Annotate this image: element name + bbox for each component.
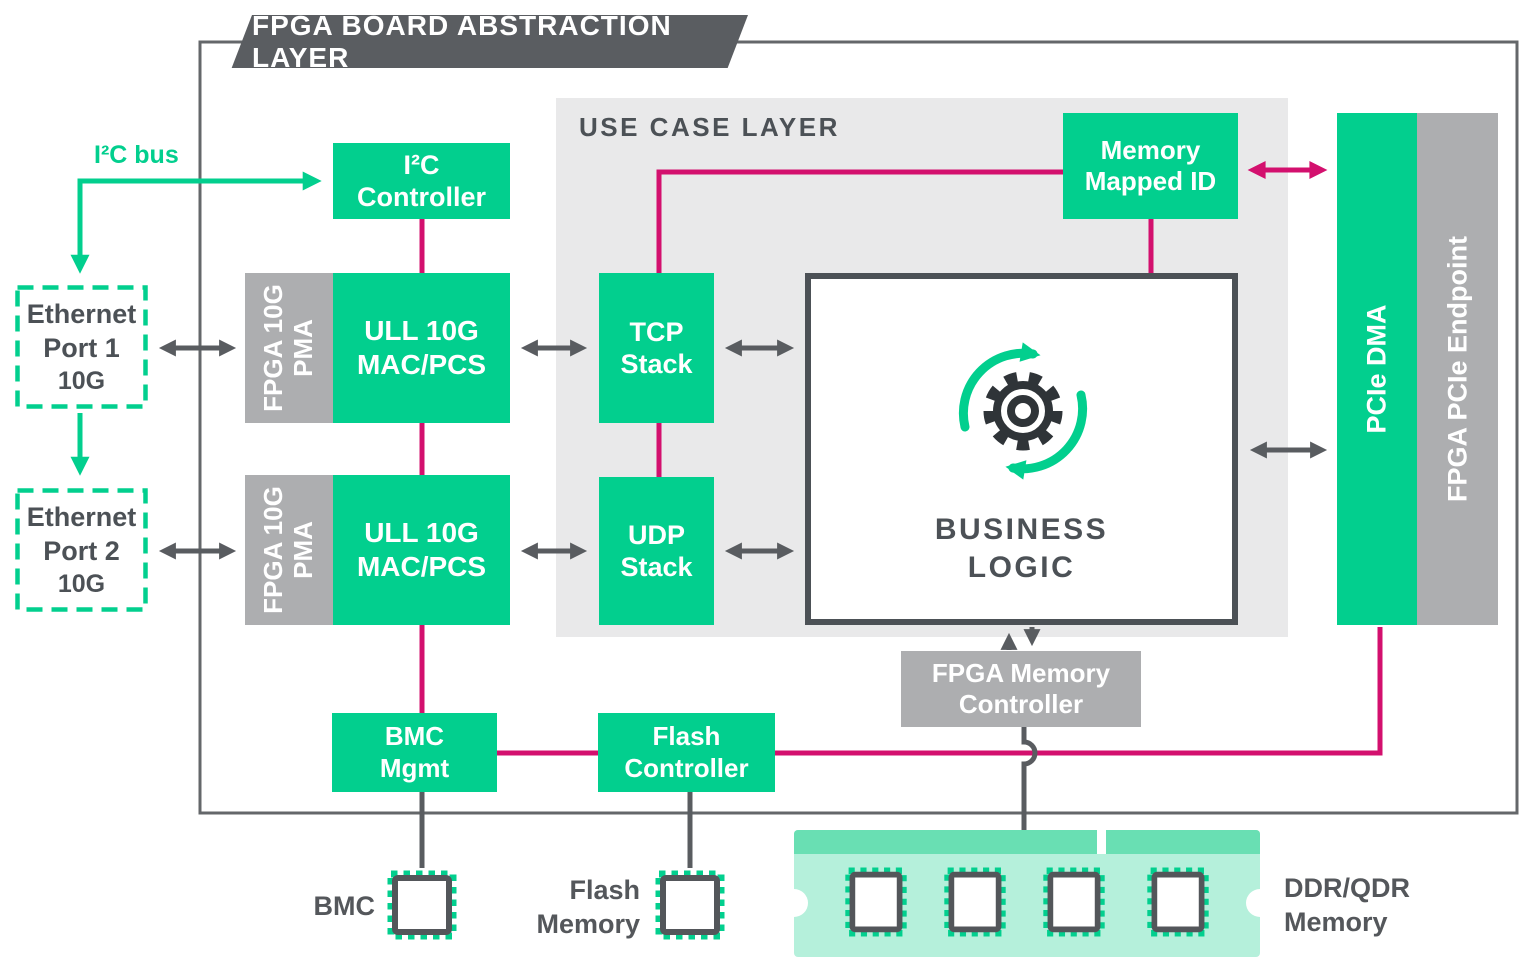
block-fpga-10g-pma-1: FPGA 10G PMA [245, 273, 333, 423]
block-tcp-stack: TCP Stack [599, 273, 714, 423]
ddr-qdr-memory-label: DDR/QDR Memory [1284, 873, 1410, 937]
use-case-layer-title: USE CASE LAYER [579, 112, 840, 142]
block-fpga-10g-pma-2: FPGA 10G PMA [245, 475, 333, 625]
block-memory-mapped-id: Memory Mapped ID [1063, 113, 1238, 219]
block-ethernet-port-1: Ethernet Port 1 10G [15, 285, 148, 409]
flash-memory-label: Flash Memory [536, 875, 640, 939]
dimm-chip-1 [845, 867, 907, 937]
block-pcie-dma: PCIe DMA [1337, 113, 1417, 625]
block-i2c-controller: I²C Controller [333, 143, 510, 219]
dimm-chip-2 [944, 867, 1006, 937]
bmc-chip-label: BMC [313, 891, 376, 921]
dimm-hole-left [780, 889, 808, 917]
title-banner: FPGA BOARD ABSTRACTION LAYER [252, 9, 748, 73]
business-logic-label: BUSINESS LOGIC [934, 513, 1109, 584]
ddr-qdr-memory-module [780, 830, 1274, 957]
dimm-chip-3 [1043, 867, 1105, 937]
block-business-logic: BUSINESS LOGIC [805, 273, 1238, 625]
dimm-hole-right [1246, 889, 1274, 917]
dimm-notch [1097, 830, 1106, 854]
block-bmc-mgmt: BMC Mgmt [332, 713, 497, 792]
dashed-border [15, 488, 148, 612]
link-bmc-flash-pcie [497, 627, 1383, 756]
bmc-chip-icon [387, 870, 457, 940]
dashed-border [15, 285, 148, 409]
gear-sync-icon [958, 342, 1088, 480]
block-ethernet-port-2: Ethernet Port 2 10G [15, 488, 148, 612]
block-fpga-memory-controller: FPGA Memory Controller [901, 651, 1141, 727]
diagram-title: FPGA BOARD ABSTRACTION LAYER [252, 9, 672, 73]
board-boundary [198, 40, 1519, 815]
block-fpga-pcie-endpoint: FPGA PCIe Endpoint [1417, 113, 1498, 625]
block-ull-10g-mac-pcs-2: ULL 10G MAC/PCS [333, 475, 510, 625]
link-tcp-mmid [656, 169, 1065, 276]
i2c-bus-label: I²C bus [94, 141, 179, 169]
block-flash-controller: Flash Controller [598, 713, 775, 792]
block-udp-stack: UDP Stack [599, 477, 714, 625]
block-ull-10g-mac-pcs-1: ULL 10G MAC/PCS [333, 273, 510, 423]
dimm-top-strip [794, 830, 1260, 854]
dimm-chip-4 [1147, 867, 1209, 937]
flash-memory-chip-icon [655, 870, 725, 940]
link-memctrl-ddr [1021, 727, 1038, 833]
